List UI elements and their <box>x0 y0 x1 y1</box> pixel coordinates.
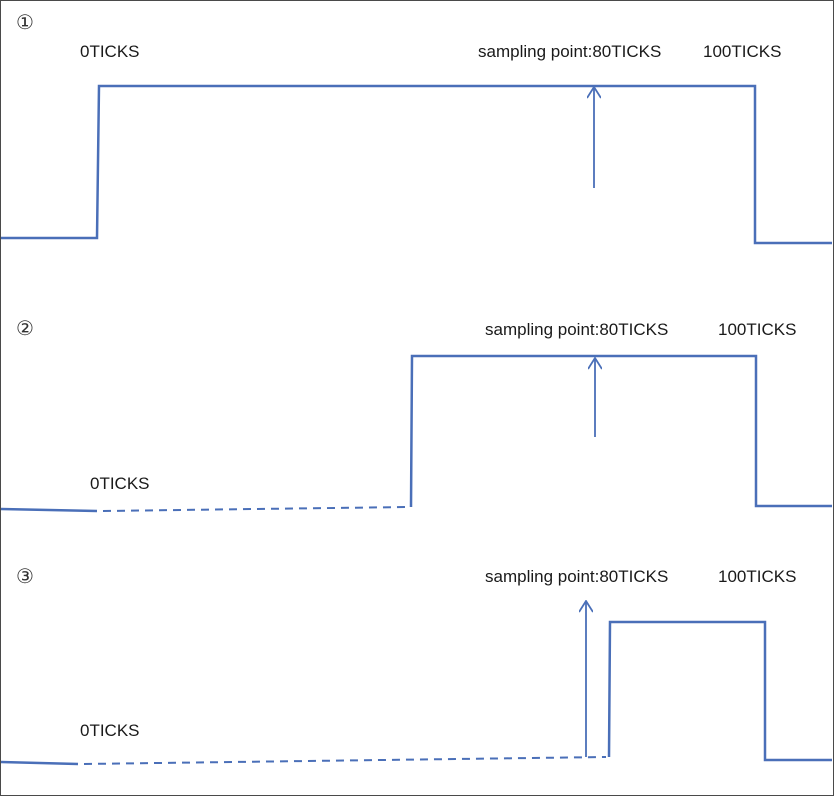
panel-3-signal-low <box>0 760 79 766</box>
panel-1-number: ① <box>16 10 34 34</box>
panel-2-number: ② <box>16 316 34 340</box>
panel-2-sample-label: sampling point:80TICKS <box>485 320 668 339</box>
panel-3-sample-label: sampling point:80TICKS <box>485 567 668 586</box>
panel-2-signal-low <box>0 507 98 513</box>
panel-1-signal-waveform <box>1 84 832 245</box>
panel-1: ① 0TICKS sampling point:80TICKS 100TICKS <box>1 10 832 245</box>
panel-3-dashed-gap <box>83 756 607 765</box>
panel-1-start-label: 0TICKS <box>80 42 140 61</box>
panel-3: ③ 0TICKS sampling point:80TICKS 100TICKS <box>0 564 832 766</box>
panel-3-end-label: 100TICKS <box>718 567 796 586</box>
panel-1-end-label: 100TICKS <box>703 42 781 61</box>
panel-2: ② 0TICKS sampling point:80TICKS 100TICKS <box>0 316 832 513</box>
panel-3-signal-waveform <box>607 620 832 762</box>
panel-2-end-label: 100TICKS <box>718 320 796 339</box>
panel-2-start-label: 0TICKS <box>90 474 150 493</box>
panel-1-sample-label: sampling point:80TICKS <box>478 42 661 61</box>
panel-3-number: ③ <box>16 564 34 588</box>
panel-3-start-label: 0TICKS <box>80 721 140 740</box>
panel-2-signal-waveform <box>409 354 832 508</box>
panel-2-dashed-gap <box>102 506 409 512</box>
